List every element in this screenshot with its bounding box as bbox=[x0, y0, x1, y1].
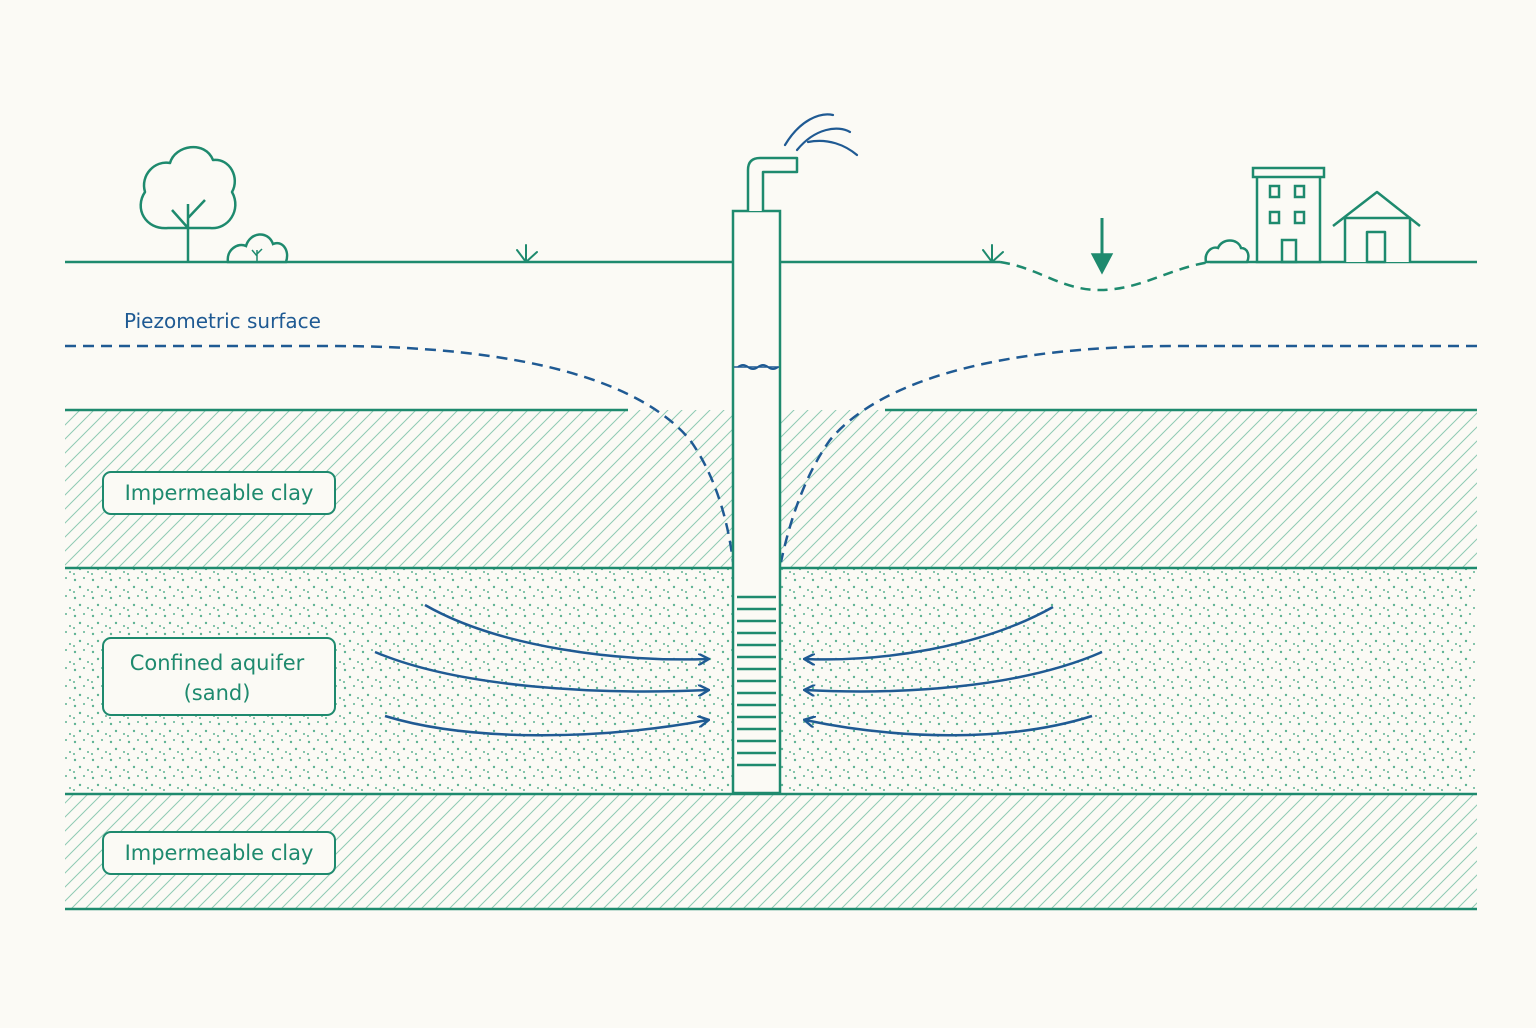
upper-clay-label: Impermeable clay bbox=[125, 481, 314, 505]
upper-clay-label-box: Impermeable clay bbox=[102, 471, 336, 515]
ground-surface bbox=[65, 260, 1477, 292]
grass-icon bbox=[516, 244, 1004, 263]
water-spout-icon bbox=[783, 113, 859, 157]
aquifer-label-line1: Confined aquifer bbox=[130, 651, 305, 675]
lower-clay-label-box: Impermeable clay bbox=[102, 831, 336, 875]
piezometric-surface-label: Piezometric surface bbox=[124, 309, 321, 333]
subsidence-arrow-icon bbox=[1090, 218, 1114, 275]
house-icon bbox=[1332, 190, 1421, 264]
apartment-building-icon bbox=[1251, 166, 1326, 264]
bush-icon bbox=[226, 233, 289, 264]
groundwater-flow-arrows bbox=[374, 603, 1103, 737]
tree-icon bbox=[139, 145, 237, 262]
aquifer-label-box: Confined aquifer (sand) bbox=[102, 637, 336, 716]
well-screen bbox=[737, 595, 776, 767]
lower-clay-label: Impermeable clay bbox=[125, 841, 314, 865]
bush-icon bbox=[1204, 239, 1250, 264]
aquifer-label-line2: (sand) bbox=[184, 681, 251, 705]
piezometric-surface-line bbox=[65, 344, 1477, 563]
well bbox=[731, 156, 799, 795]
